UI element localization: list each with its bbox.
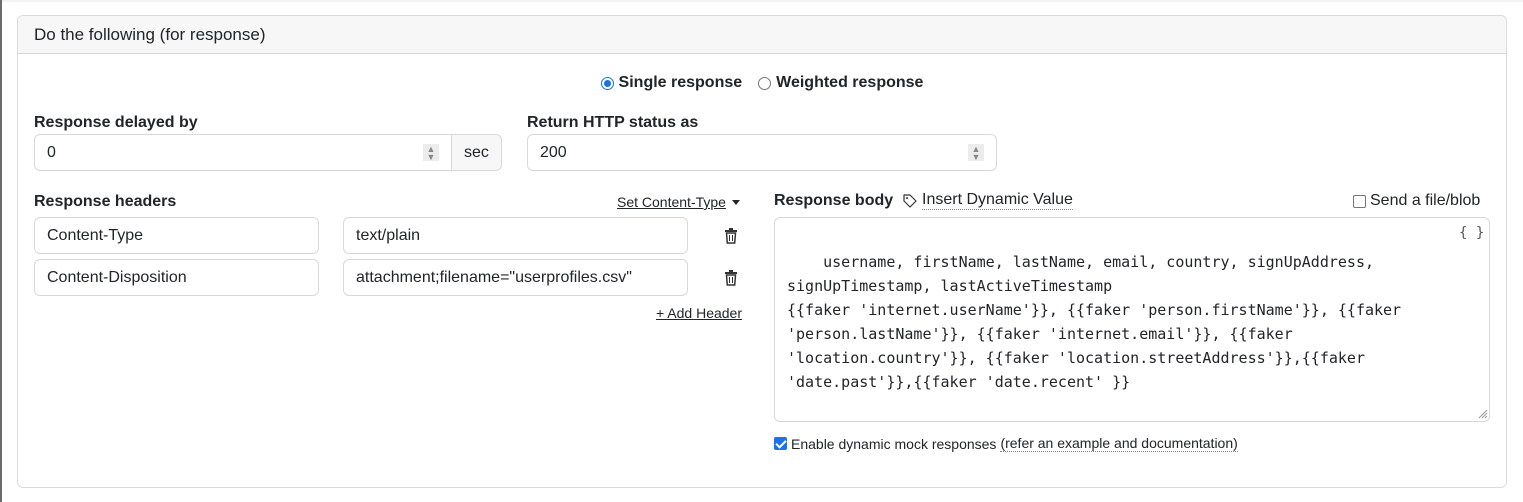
set-content-type-dropdown[interactable]: Set Content-Type bbox=[617, 194, 740, 212]
caret-down-icon bbox=[731, 200, 740, 206]
spin-up-icon: ▲ bbox=[971, 143, 981, 154]
single-response-radio[interactable]: Single response bbox=[600, 74, 742, 92]
spin-down-icon: ▼ bbox=[426, 151, 436, 162]
format-json-icon[interactable]: { } bbox=[1459, 225, 1485, 241]
trash-icon[interactable] bbox=[724, 270, 738, 286]
radio-unchecked-icon[interactable] bbox=[758, 76, 772, 90]
checkbox-unchecked-icon[interactable] bbox=[1353, 194, 1366, 208]
header-value-input[interactable]: text/plain bbox=[343, 217, 688, 254]
tag-icon bbox=[903, 193, 917, 208]
delay-input[interactable]: 0 ▲ ▼ bbox=[34, 134, 452, 171]
add-header-button[interactable]: + Add Header bbox=[656, 305, 743, 321]
response-mode-group: Single response Weighted response bbox=[18, 74, 1506, 92]
insert-dynamic-value-button[interactable]: Insert Dynamic Value bbox=[903, 191, 1073, 210]
card-header: Do the following (for response) bbox=[18, 16, 1506, 54]
header-name-input[interactable]: Content-Disposition bbox=[34, 259, 319, 296]
header-value-input[interactable]: attachment;filename="userprofiles.csv" bbox=[343, 259, 688, 296]
checkbox-checked-icon[interactable] bbox=[774, 437, 787, 450]
headers-label: Response headers bbox=[34, 193, 177, 210]
spin-up-icon: ▲ bbox=[426, 143, 436, 154]
delay-spinner[interactable]: ▲ ▼ bbox=[423, 144, 439, 161]
window-edge bbox=[0, 0, 2, 502]
header-name-input[interactable]: Content-Type bbox=[34, 217, 319, 254]
radio-checked-icon[interactable] bbox=[600, 76, 614, 90]
resize-handle-icon[interactable] bbox=[1478, 409, 1488, 419]
status-spinner[interactable]: ▲ ▼ bbox=[968, 144, 984, 161]
spin-down-icon: ▼ bbox=[971, 151, 981, 162]
trash-icon[interactable] bbox=[724, 228, 738, 244]
delay-input-group: 0 ▲ ▼ sec bbox=[34, 134, 502, 171]
send-file-checkbox[interactable]: Send a file/blob bbox=[1353, 192, 1480, 210]
response-body-textarea[interactable]: username, firstName, lastName, email, co… bbox=[774, 217, 1490, 422]
status-input[interactable]: 200 ▲ ▼ bbox=[527, 134, 997, 171]
top-strip bbox=[2, 0, 1523, 2]
response-action-card: Do the following (for response) Single r… bbox=[17, 15, 1507, 488]
card-title: Do the following (for response) bbox=[34, 24, 266, 44]
dynamic-mock-toggle[interactable]: Enable dynamic mock responses (refer an … bbox=[774, 435, 1238, 452]
body-label: Response body bbox=[774, 192, 894, 209]
weighted-response-radio[interactable]: Weighted response bbox=[758, 74, 923, 92]
delay-label: Response delayed by bbox=[34, 114, 198, 131]
status-label: Return HTTP status as bbox=[527, 114, 699, 131]
documentation-link[interactable]: (refer an example and documentation) bbox=[1000, 435, 1238, 452]
delay-unit: sec bbox=[452, 134, 502, 171]
